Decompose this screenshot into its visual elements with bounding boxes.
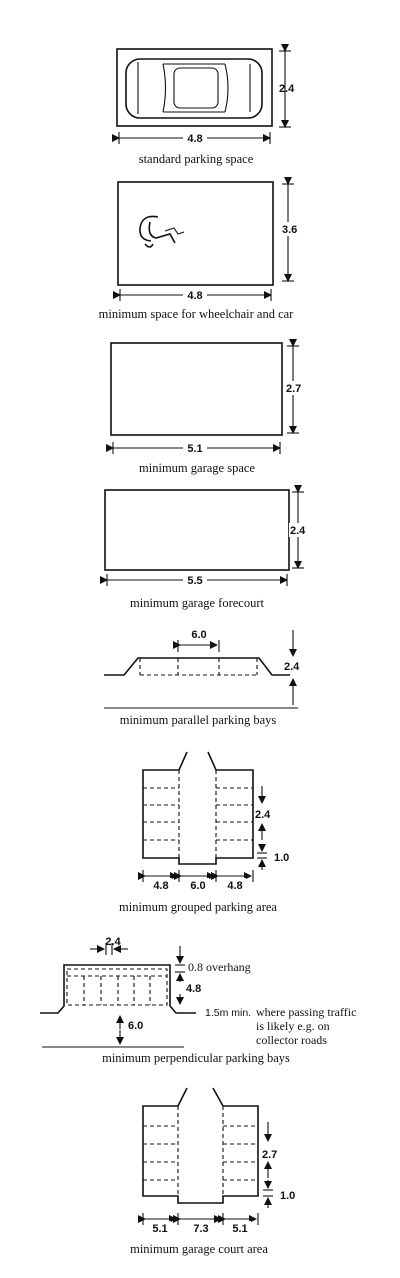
aisle-label: 6.0 xyxy=(190,880,205,892)
bay-width-label: 2.7 xyxy=(262,1149,277,1161)
car-icon xyxy=(125,58,263,119)
width-label: 5.1 xyxy=(187,443,202,455)
aisle-label: 6.0 xyxy=(128,1020,143,1032)
wheelchair-icon xyxy=(139,215,185,248)
perpendicular-parking-bays: 2.4 0.8 overhang 4.8 6.0 1.5m min. where… xyxy=(40,936,356,1065)
note-line-2: where passing traffic xyxy=(256,1005,356,1019)
parallel-parking-bays: 6.0 2.4 minimum parallel parking bays xyxy=(104,629,300,727)
garage-forecourt: 5.5 2.4 minimum garage forecourt xyxy=(100,485,311,610)
caption: minimum perpendicular parking bays xyxy=(102,1051,290,1065)
bay-length-label: 6.0 xyxy=(191,629,206,641)
kerb-line xyxy=(40,964,196,1014)
standard-parking-space: 4.8 2.4 standard parking space xyxy=(112,44,295,166)
height-label: 2.4 xyxy=(279,83,295,95)
left-depth-label: 4.8 xyxy=(153,880,168,892)
parking-area-outline xyxy=(142,751,254,865)
depth-label: 2.4 xyxy=(284,661,300,673)
court-area-outline xyxy=(142,1087,259,1204)
caption: minimum space for wheelchair and car xyxy=(99,307,295,321)
garage-space: 5.1 2.7 minimum garage space xyxy=(106,339,307,475)
parking-space-outline xyxy=(116,48,273,127)
width-label: 5.5 xyxy=(187,575,202,587)
height-label: 3.6 xyxy=(282,224,297,236)
bay-width-label: 2.4 xyxy=(255,809,271,821)
width-label: 4.8 xyxy=(187,133,202,145)
garage-outline xyxy=(110,342,283,436)
forecourt-outline xyxy=(104,489,290,571)
height-label: 2.4 xyxy=(290,525,306,537)
grouped-parking-area: 2.4 1.0 4.8 6.0 4.8 minimum grouped park… xyxy=(119,751,289,914)
bay-width-label: 2.4 xyxy=(105,936,121,948)
height-label: 2.7 xyxy=(286,383,301,395)
aisle-label: 7.3 xyxy=(193,1223,208,1235)
caption: standard parking space xyxy=(139,152,254,166)
right-depth-label: 4.8 xyxy=(227,880,242,892)
depth-label: 4.8 xyxy=(186,983,201,995)
left-depth-label: 5.1 xyxy=(152,1223,167,1235)
parking-space-outline xyxy=(117,181,274,286)
caption: minimum garage space xyxy=(139,461,255,475)
gap-label: 1.0 xyxy=(280,1190,295,1202)
wheelchair-space: 4.8 3.6 minimum space for wheelchair and… xyxy=(99,177,303,321)
caption: minimum garage forecourt xyxy=(130,596,265,610)
caption: minimum garage court area xyxy=(130,1242,268,1256)
overhang-label: 0.8 overhang xyxy=(188,960,251,974)
caption: minimum grouped parking area xyxy=(119,900,277,914)
note-line-3: is likely e.g. on xyxy=(256,1019,330,1033)
note-line-4: collector roads xyxy=(256,1033,327,1047)
width-label: 4.8 xyxy=(187,290,202,302)
kerb-line xyxy=(104,657,290,676)
right-depth-label: 5.1 xyxy=(232,1223,247,1235)
note-line-1: 1.5m min. xyxy=(205,1007,251,1019)
gap-label: 1.0 xyxy=(274,852,289,864)
caption: minimum parallel parking bays xyxy=(120,713,277,727)
garage-court-area: 2.7 1.0 5.1 7.3 5.1 minimum garage court… xyxy=(130,1087,295,1256)
